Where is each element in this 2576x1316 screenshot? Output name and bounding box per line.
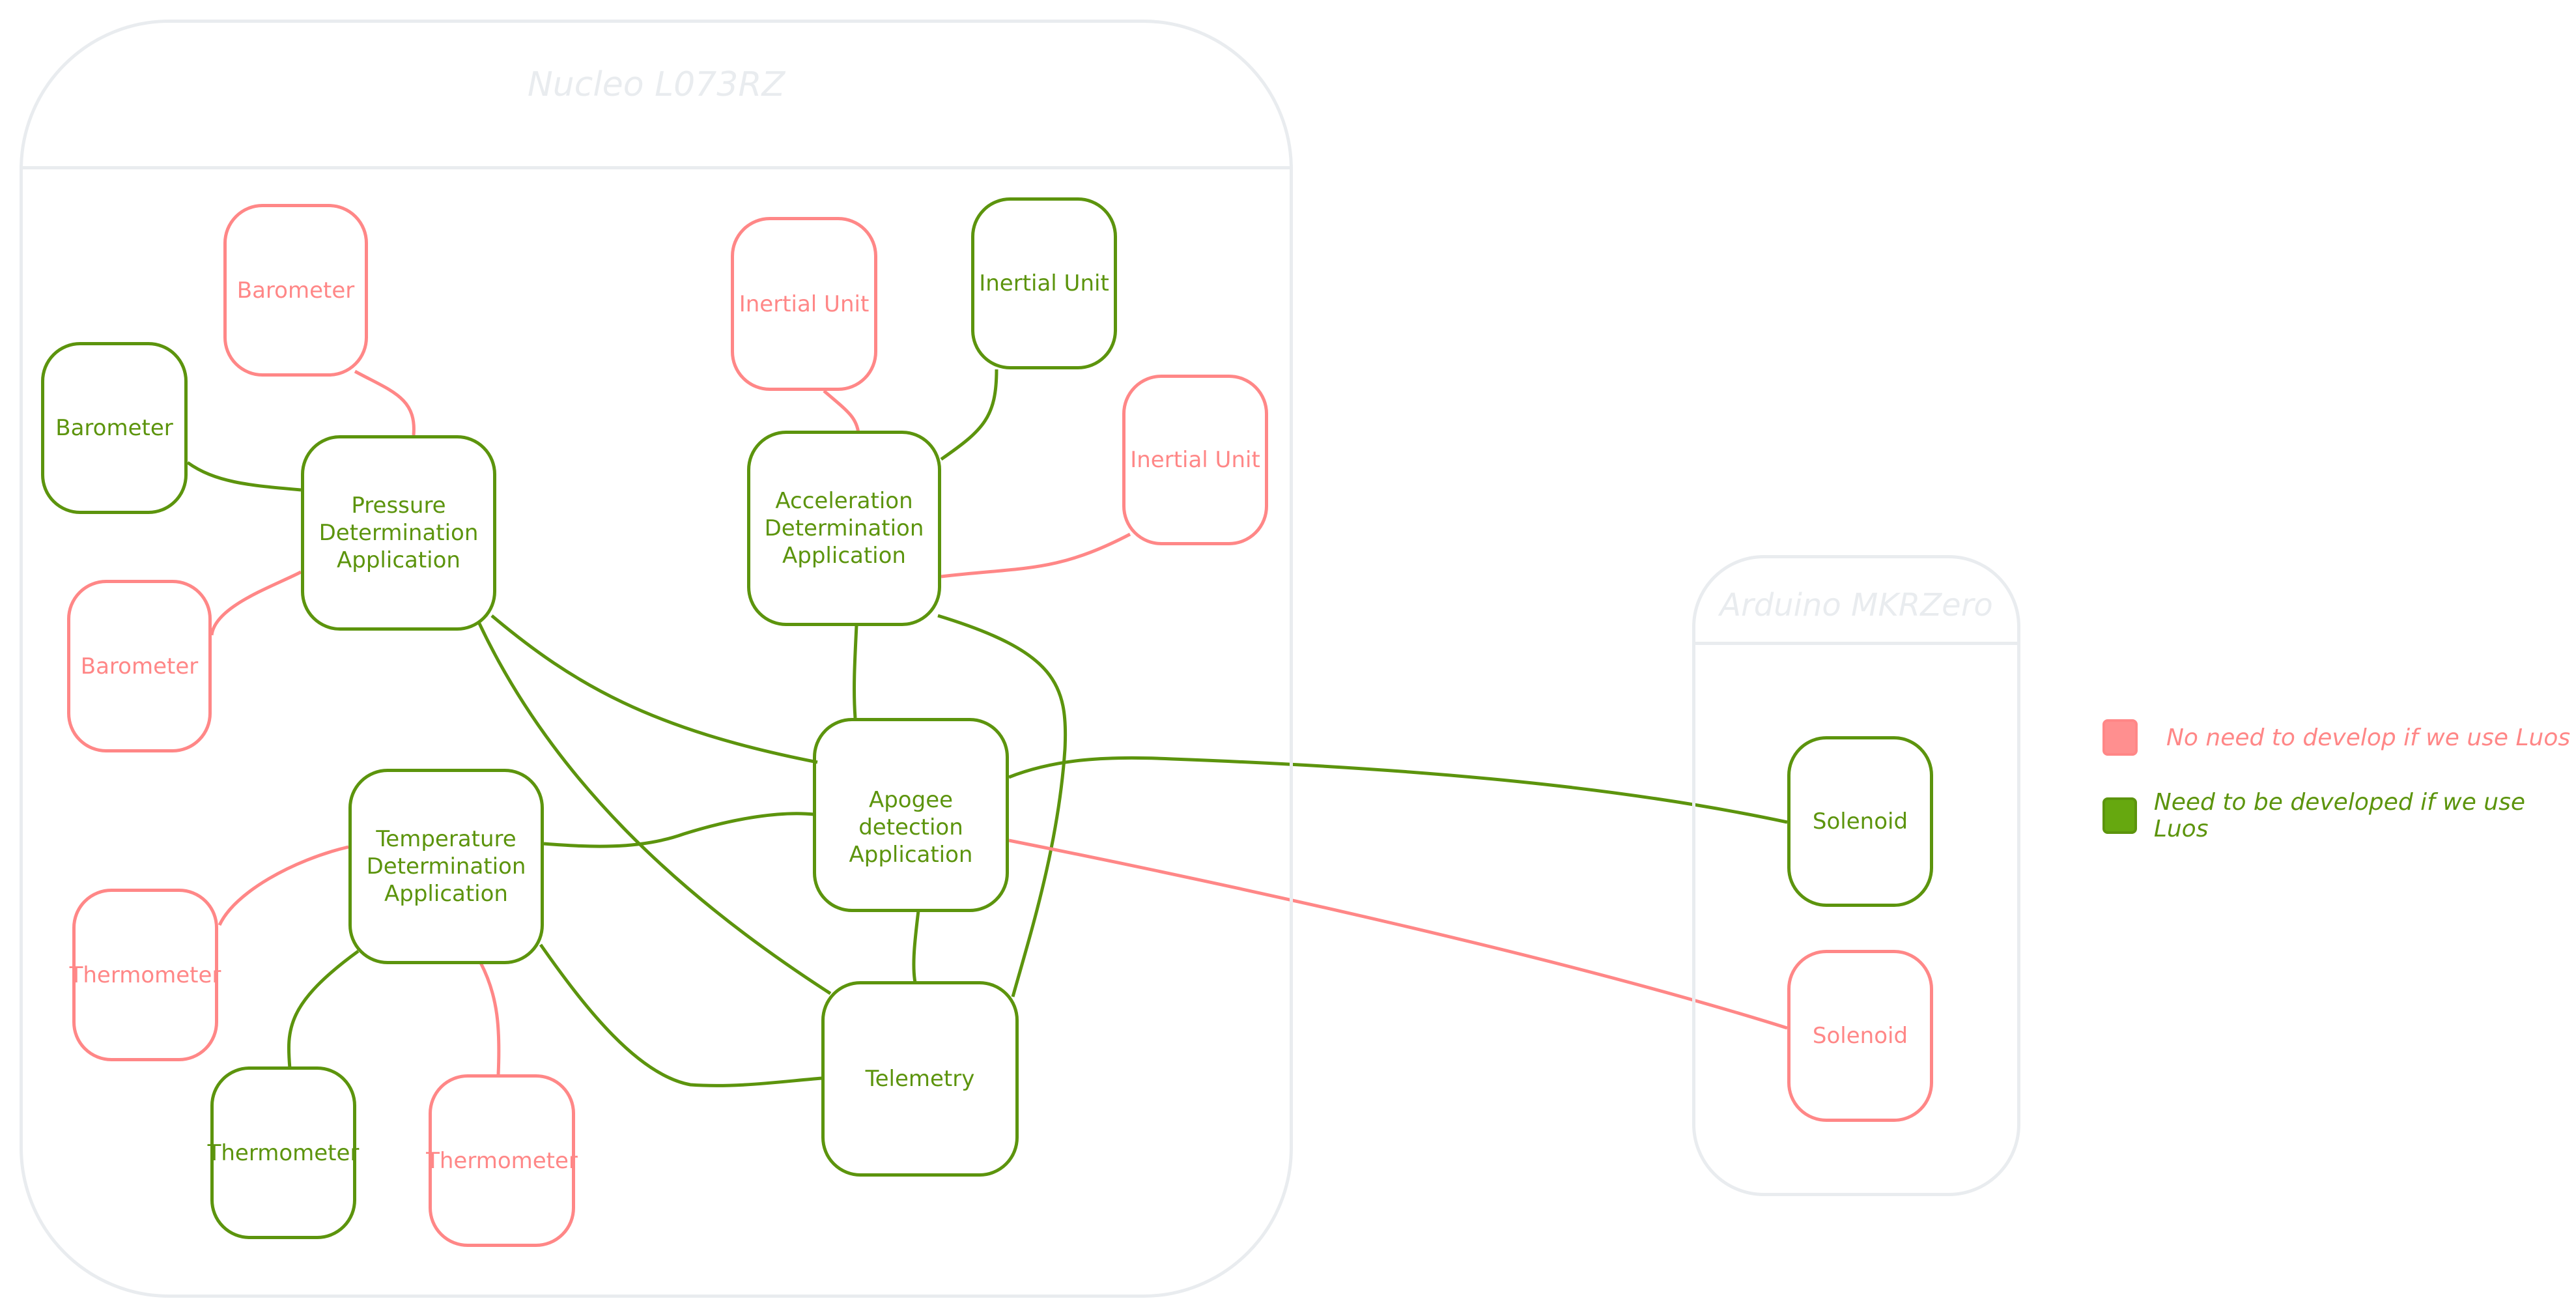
legend-item-no-dev: No need to develop if we use Luos: [2102, 719, 2570, 756]
edge-baro-pink-top-pressure: [354, 369, 416, 436]
edge-temp-apogee: [543, 812, 815, 848]
node-label: Pressure Determination Application: [318, 493, 479, 573]
node-label: Temperature Determination Application: [366, 826, 526, 907]
node-temperature-app[interactable]: Temperature Determination Application: [348, 769, 544, 964]
node-label: Apogee detection Application: [849, 787, 973, 868]
edge-pressure-apogee: [490, 614, 818, 764]
node-label: Thermometer: [426, 1147, 578, 1174]
node-thermometer-pink-bottom[interactable]: Thermometer: [426, 1074, 578, 1247]
node-acceleration-app[interactable]: Acceleration Determination Application: [747, 431, 941, 626]
node-inertial-pink-right[interactable]: Inertial Unit: [1122, 375, 1268, 545]
node-solenoid-green[interactable]: Solenoid: [1787, 736, 1933, 907]
arduino-title: Arduino MKRZero: [1720, 587, 1993, 623]
node-inertial-green[interactable]: Inertial Unit: [971, 197, 1117, 369]
edge-pressure-telemetry: [477, 621, 832, 995]
edge-accel-telemetry: [937, 614, 1068, 997]
node-barometer-pink-left[interactable]: Barometer: [67, 580, 212, 752]
arduino-container: Arduino MKRZero: [1692, 555, 2020, 1196]
edge-baro-green-pressure: [186, 461, 302, 492]
node-inertial-pink-top[interactable]: Inertial Unit: [731, 217, 877, 391]
node-thermometer-green[interactable]: Thermometer: [208, 1066, 359, 1239]
node-label: Solenoid: [1812, 1023, 1908, 1049]
legend-label: No need to develop if we use Luos: [2166, 724, 2571, 751]
node-label: Inertial Unit: [1130, 447, 1260, 473]
node-label: Thermometer: [207, 1139, 360, 1166]
node-barometer-green[interactable]: Barometer: [41, 342, 188, 514]
edge-thermo-pink-bottom-temp: [479, 962, 501, 1076]
edge-thermo-pink-left-temp: [218, 845, 349, 926]
node-label: Barometer: [55, 415, 173, 441]
nucleo-title: Nucleo L073RZ: [527, 65, 786, 104]
node-label: Solenoid: [1812, 808, 1908, 835]
edge-accel-apogee: [853, 625, 858, 719]
node-pressure-app[interactable]: Pressure Determination Application: [301, 435, 496, 631]
node-label: Inertial Unit: [739, 291, 870, 317]
node-barometer-pink-top[interactable]: Barometer: [223, 204, 368, 377]
legend-swatch-pink: [2102, 719, 2138, 756]
node-apogee-app[interactable]: Apogee detection Application: [813, 718, 1009, 912]
edge-apogee-telemetry: [912, 910, 920, 983]
node-label: Barometer: [236, 277, 355, 304]
node-solenoid-pink[interactable]: Solenoid: [1787, 950, 1933, 1122]
edge-imu-pink-right-accel: [941, 532, 1131, 579]
node-label: Acceleration Determination Application: [764, 488, 924, 569]
node-label: Barometer: [80, 653, 199, 679]
arduino-divider: [1695, 642, 2017, 645]
edge-baro-pink-left-pressure: [210, 570, 302, 636]
edge-apogee-solenoid-green: [1008, 756, 1788, 824]
edge-temp-telemetry: [539, 943, 823, 1087]
edge-imu-pink-top-accel: [823, 390, 860, 434]
node-telemetry[interactable]: Telemetry: [821, 981, 1019, 1177]
node-label: Telemetry: [865, 1066, 975, 1092]
nucleo-divider: [23, 166, 1290, 169]
edge-thermo-green-temp: [287, 949, 360, 1069]
node-label: Thermometer: [69, 962, 221, 988]
node-thermometer-pink-left[interactable]: Thermometer: [70, 889, 221, 1061]
edge-imu-green-accel: [940, 369, 998, 461]
legend-label: Need to be developed if we use Luos: [2153, 789, 2526, 842]
legend-item-dev: Need to be developed if we use Luos: [2102, 789, 2576, 842]
nucleo-container: Nucleo L073RZ: [20, 20, 1293, 1298]
node-label: Inertial Unit: [979, 270, 1109, 296]
edge-apogee-solenoid-pink: [1008, 838, 1788, 1030]
legend-swatch-green: [2102, 797, 2137, 834]
